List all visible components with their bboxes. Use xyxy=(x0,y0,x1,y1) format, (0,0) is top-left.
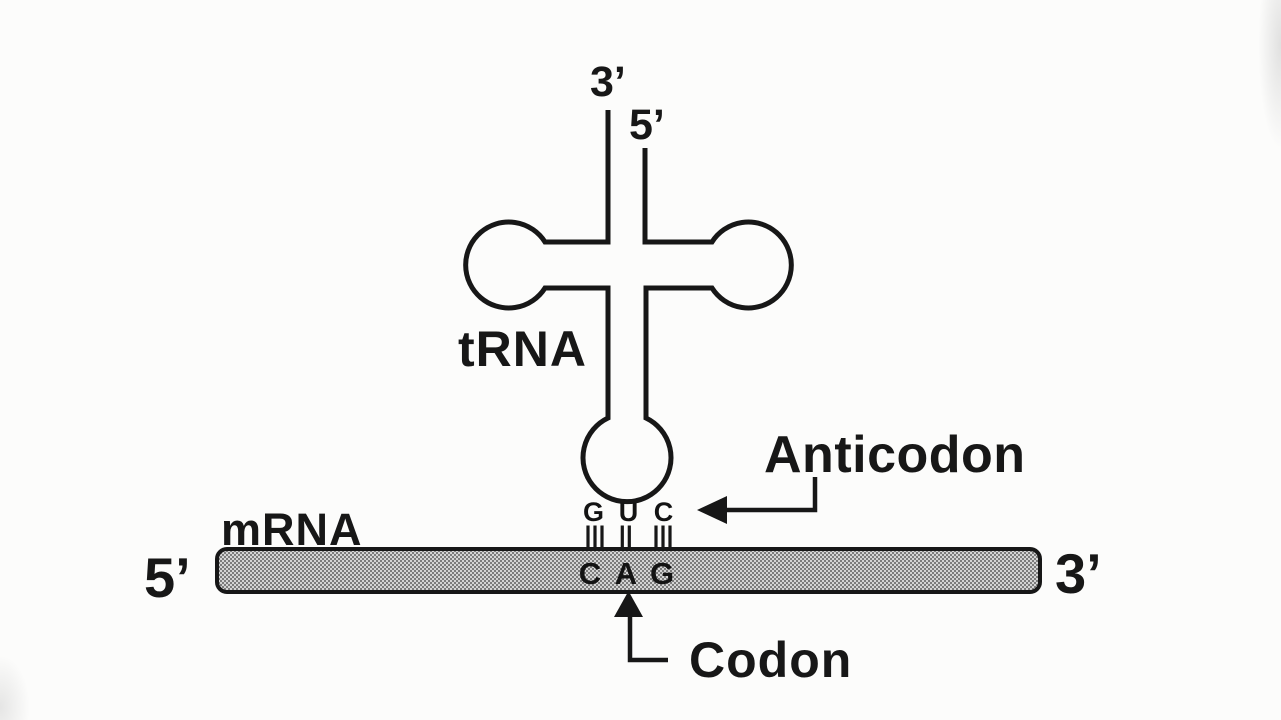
codon-base: C xyxy=(578,556,602,591)
anticodon-pointer-arrow xyxy=(697,477,818,524)
codon-base: G xyxy=(650,556,675,591)
mrna-label: mRNA xyxy=(221,504,363,555)
trna-5-prime-label: 5’ xyxy=(629,101,665,149)
trna-label: tRNA xyxy=(458,321,587,377)
mrna-3-prime-label: 3’ xyxy=(1055,542,1102,605)
trna-cloverleaf-outline xyxy=(463,110,794,505)
codon-base: A xyxy=(614,556,638,591)
mrna-5-prime-label: 5’ xyxy=(144,546,191,609)
anticodon-base: U xyxy=(618,497,639,527)
anticodon-base: C xyxy=(653,497,674,527)
codon-arrowhead-icon xyxy=(614,591,643,617)
codon-pointer-arrow xyxy=(614,591,668,663)
anticodon-base: G xyxy=(582,497,604,527)
codon-label: Codon xyxy=(689,632,853,688)
anticodon-bases: G U C xyxy=(581,499,676,526)
codon-bases: C A G xyxy=(578,558,674,589)
anticodon-arrowhead-icon xyxy=(697,496,727,524)
hydrogen-bond-marks xyxy=(586,525,672,549)
anticodon-label: Anticodon xyxy=(764,426,1026,484)
trna-3-prime-label: 3’ xyxy=(590,58,626,106)
